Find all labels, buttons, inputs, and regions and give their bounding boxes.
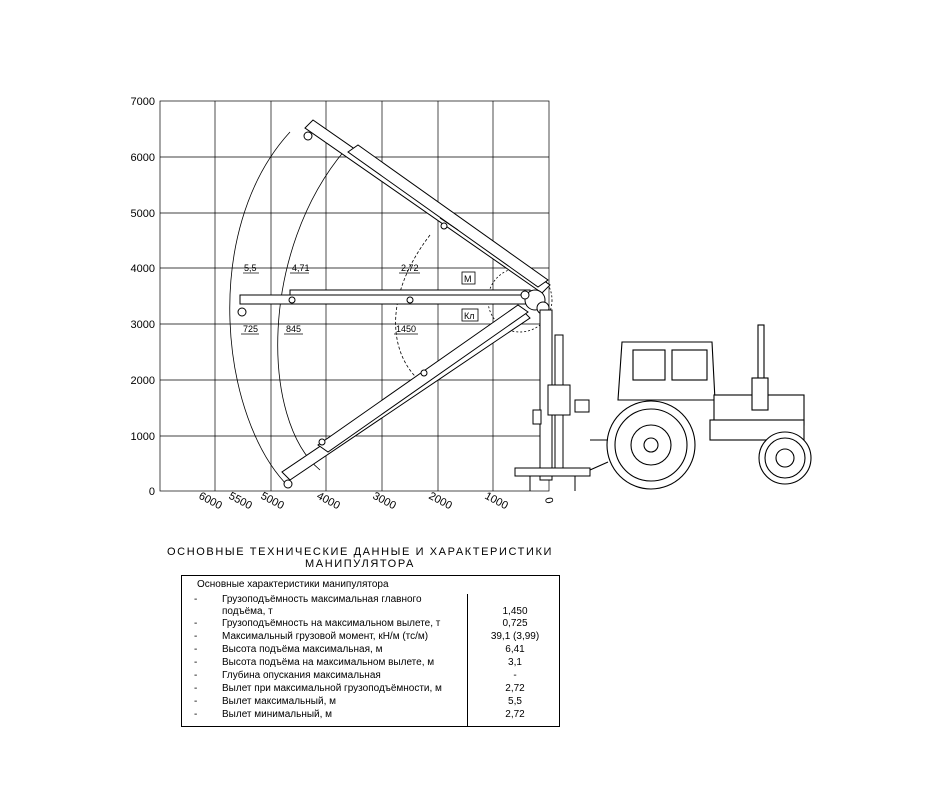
row-dash: - <box>194 631 198 642</box>
row-value: 2,72 <box>505 709 525 720</box>
crane-column <box>514 309 591 491</box>
capacity-label: 1450 <box>396 324 416 334</box>
x-tick: 2000 <box>427 490 454 512</box>
booms <box>237 119 551 489</box>
x-tick: 5500 <box>227 490 254 512</box>
load-labels: 5,5 4,71 2,72 <box>243 263 420 274</box>
capacity-labels: 725 845 1450 <box>241 324 418 335</box>
row-value: 0,725 <box>502 618 528 629</box>
symbol-m: М <box>464 274 472 284</box>
row-value: 3,1 <box>508 657 522 668</box>
y-tick: 1000 <box>131 431 155 443</box>
row-value: 6,41 <box>505 644 525 655</box>
load-label: 4,71 <box>292 263 310 273</box>
row-dash: - <box>194 670 198 681</box>
row-label: Глубина опускания максимальная <box>222 670 381 681</box>
spec-divider <box>467 594 468 726</box>
capacity-label: 845 <box>286 324 301 334</box>
symbols: М Кл <box>461 271 479 322</box>
row-label: Вылет минимальный, м <box>222 709 333 720</box>
y-tick: 6000 <box>131 152 155 164</box>
row-dash: - <box>194 696 198 707</box>
symbol-kl: Кл <box>464 311 475 321</box>
x-tick: 1000 <box>483 490 510 512</box>
row-value: 2,72 <box>505 683 525 694</box>
upper-boom <box>303 119 551 294</box>
spec-title-line1: ОСНОВНЫЕ ТЕХНИЧЕСКИЕ ДАННЫЕ И ХАРАКТЕРИС… <box>167 546 553 558</box>
tractor <box>589 324 812 490</box>
x-tick: 0 <box>542 496 555 504</box>
y-tick: 7000 <box>131 96 155 108</box>
spec-title: ОСНОВНЫЕ ТЕХНИЧЕСКИЕ ДАННЫЕ И ХАРАКТЕРИС… <box>160 546 560 570</box>
row-dash: - <box>194 618 198 629</box>
row-label: Вылет при максимальной грузоподъёмности,… <box>222 683 442 694</box>
row-dash: - <box>194 683 198 694</box>
y-tick: 5000 <box>131 208 155 220</box>
row-label: Грузоподъёмность максимальная главного п… <box>222 594 422 617</box>
row-label: Высота подъёма на максимальном вылете, м <box>222 657 435 668</box>
capacity-label: 725 <box>243 324 258 334</box>
x-tick: 5000 <box>259 490 286 512</box>
row-label: Максимальный грузовой момент, кН/м (тс/м… <box>222 631 429 642</box>
row-label: Вылет максимальный, м <box>222 696 336 707</box>
row-dash: - <box>194 709 198 720</box>
x-axis-labels: 6000 5500 5000 4000 3000 2000 1000 0 <box>197 490 555 512</box>
row-label: Высота подъёма максимальная, м <box>222 644 383 655</box>
y-tick: 3000 <box>131 319 155 331</box>
spec-title-line2: МАНИПУЛЯТОРА <box>305 558 415 570</box>
row-value: 5,5 <box>508 696 522 707</box>
load-label: 5,5 <box>244 263 257 273</box>
y-tick: 4000 <box>131 263 155 275</box>
y-axis-labels: 7000 6000 5000 4000 3000 2000 1000 0 <box>131 96 155 498</box>
y-tick: 2000 <box>131 375 155 387</box>
lower-boom <box>281 304 531 489</box>
x-tick: 6000 <box>197 490 224 512</box>
load-label: 2,72 <box>401 263 419 273</box>
spec-header: Основные характеристики манипулятора <box>197 579 389 590</box>
y-tick: 0 <box>149 486 155 498</box>
row-dash: - <box>194 657 198 668</box>
row-label: Грузоподъёмность на максимальном вылете,… <box>222 618 441 629</box>
row-dash: - <box>194 594 198 605</box>
x-tick: 3000 <box>371 490 398 512</box>
row-value: 1,450 <box>502 606 528 617</box>
row-dash: - <box>194 644 198 655</box>
row-value: - <box>513 670 517 681</box>
x-tick: 4000 <box>315 490 342 512</box>
spec-table: Основные характеристики манипулятора - Г… <box>181 575 560 727</box>
row-value: 39,1 (3,99) <box>490 631 540 642</box>
